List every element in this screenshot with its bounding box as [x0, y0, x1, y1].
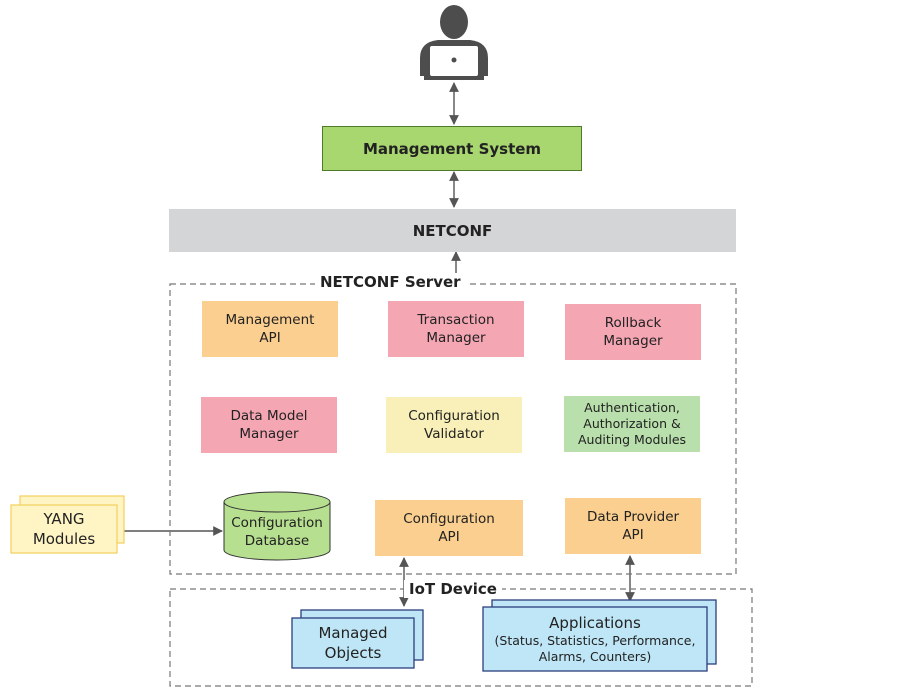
managed-objects-label: Managed Objects — [318, 624, 388, 662]
rollback-manager-box: Rollback Manager — [565, 304, 701, 360]
configuration-database-label: Configuration Database — [231, 515, 323, 549]
data-model-manager-box: Data Model Manager — [201, 397, 337, 453]
management-system-label: Management System — [362, 139, 542, 158]
applications-label: Applications (Status, Statistics, Perfor… — [494, 614, 696, 664]
yang-page-front — [10, 504, 118, 554]
user-at-laptop-icon — [420, 5, 488, 80]
iot-device-title: IoT Device — [404, 580, 502, 598]
configuration-api-box: Configuration API — [375, 500, 523, 556]
management-system-box: Management System — [322, 126, 582, 171]
configuration-database-cylinder — [223, 491, 331, 561]
configuration-validator-box: Configuration Validator — [386, 397, 522, 453]
netconf-server-title: NETCONF Server — [315, 273, 466, 291]
applications-title: Applications — [549, 614, 641, 632]
managed-objects-page-front — [291, 617, 415, 669]
data-provider-api-box: Data Provider API — [565, 498, 701, 554]
yang-modules-label: YANG Modules — [32, 510, 96, 548]
transaction-manager-box: Transaction Manager — [388, 301, 524, 357]
applications-page-front — [482, 606, 708, 672]
aaa-modules-box: Authentication, Authorization & Auditing… — [564, 396, 700, 452]
management-api-box: Management API — [202, 301, 338, 357]
netconf-bar: NETCONF — [169, 209, 736, 252]
netconf-label: NETCONF — [412, 221, 493, 240]
